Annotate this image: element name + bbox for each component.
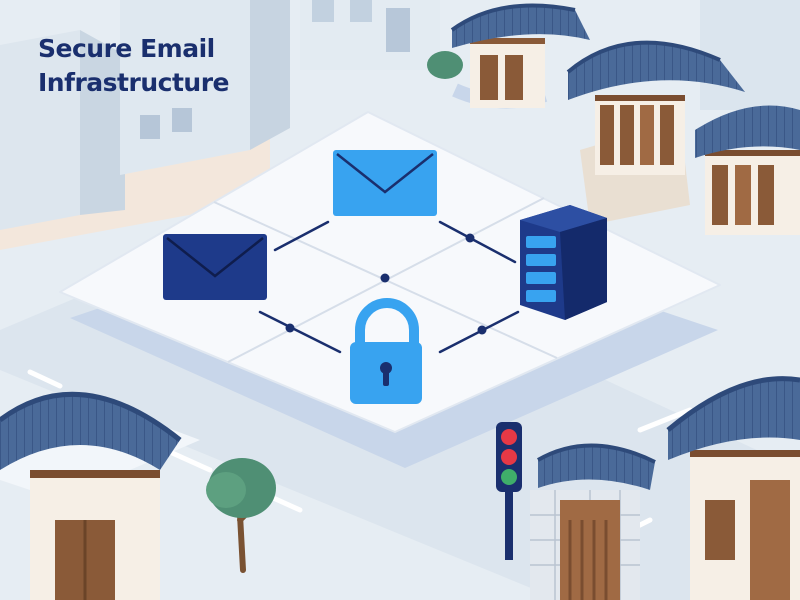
envelope-icon xyxy=(333,150,437,216)
round-tree xyxy=(206,458,276,573)
title-line-2: Infrastructure xyxy=(38,68,230,97)
connection-nodes xyxy=(285,233,487,335)
title-line-1: Secure Email xyxy=(38,34,215,63)
hanok-gate xyxy=(530,443,656,600)
hanok-house-top-1 xyxy=(450,3,590,109)
traffic-light xyxy=(496,422,522,560)
bush xyxy=(427,51,463,79)
envelope-icon xyxy=(163,234,267,300)
page-title: Secure Email Infrastructure xyxy=(38,32,230,100)
hanok-house-bottom-left xyxy=(0,391,182,600)
hanok-house-top-2 xyxy=(566,40,745,225)
server-icon xyxy=(520,205,607,320)
padlock-icon xyxy=(350,298,422,404)
hanok-house-bottom-right xyxy=(666,376,800,600)
hanok-house-top-3 xyxy=(695,105,800,235)
